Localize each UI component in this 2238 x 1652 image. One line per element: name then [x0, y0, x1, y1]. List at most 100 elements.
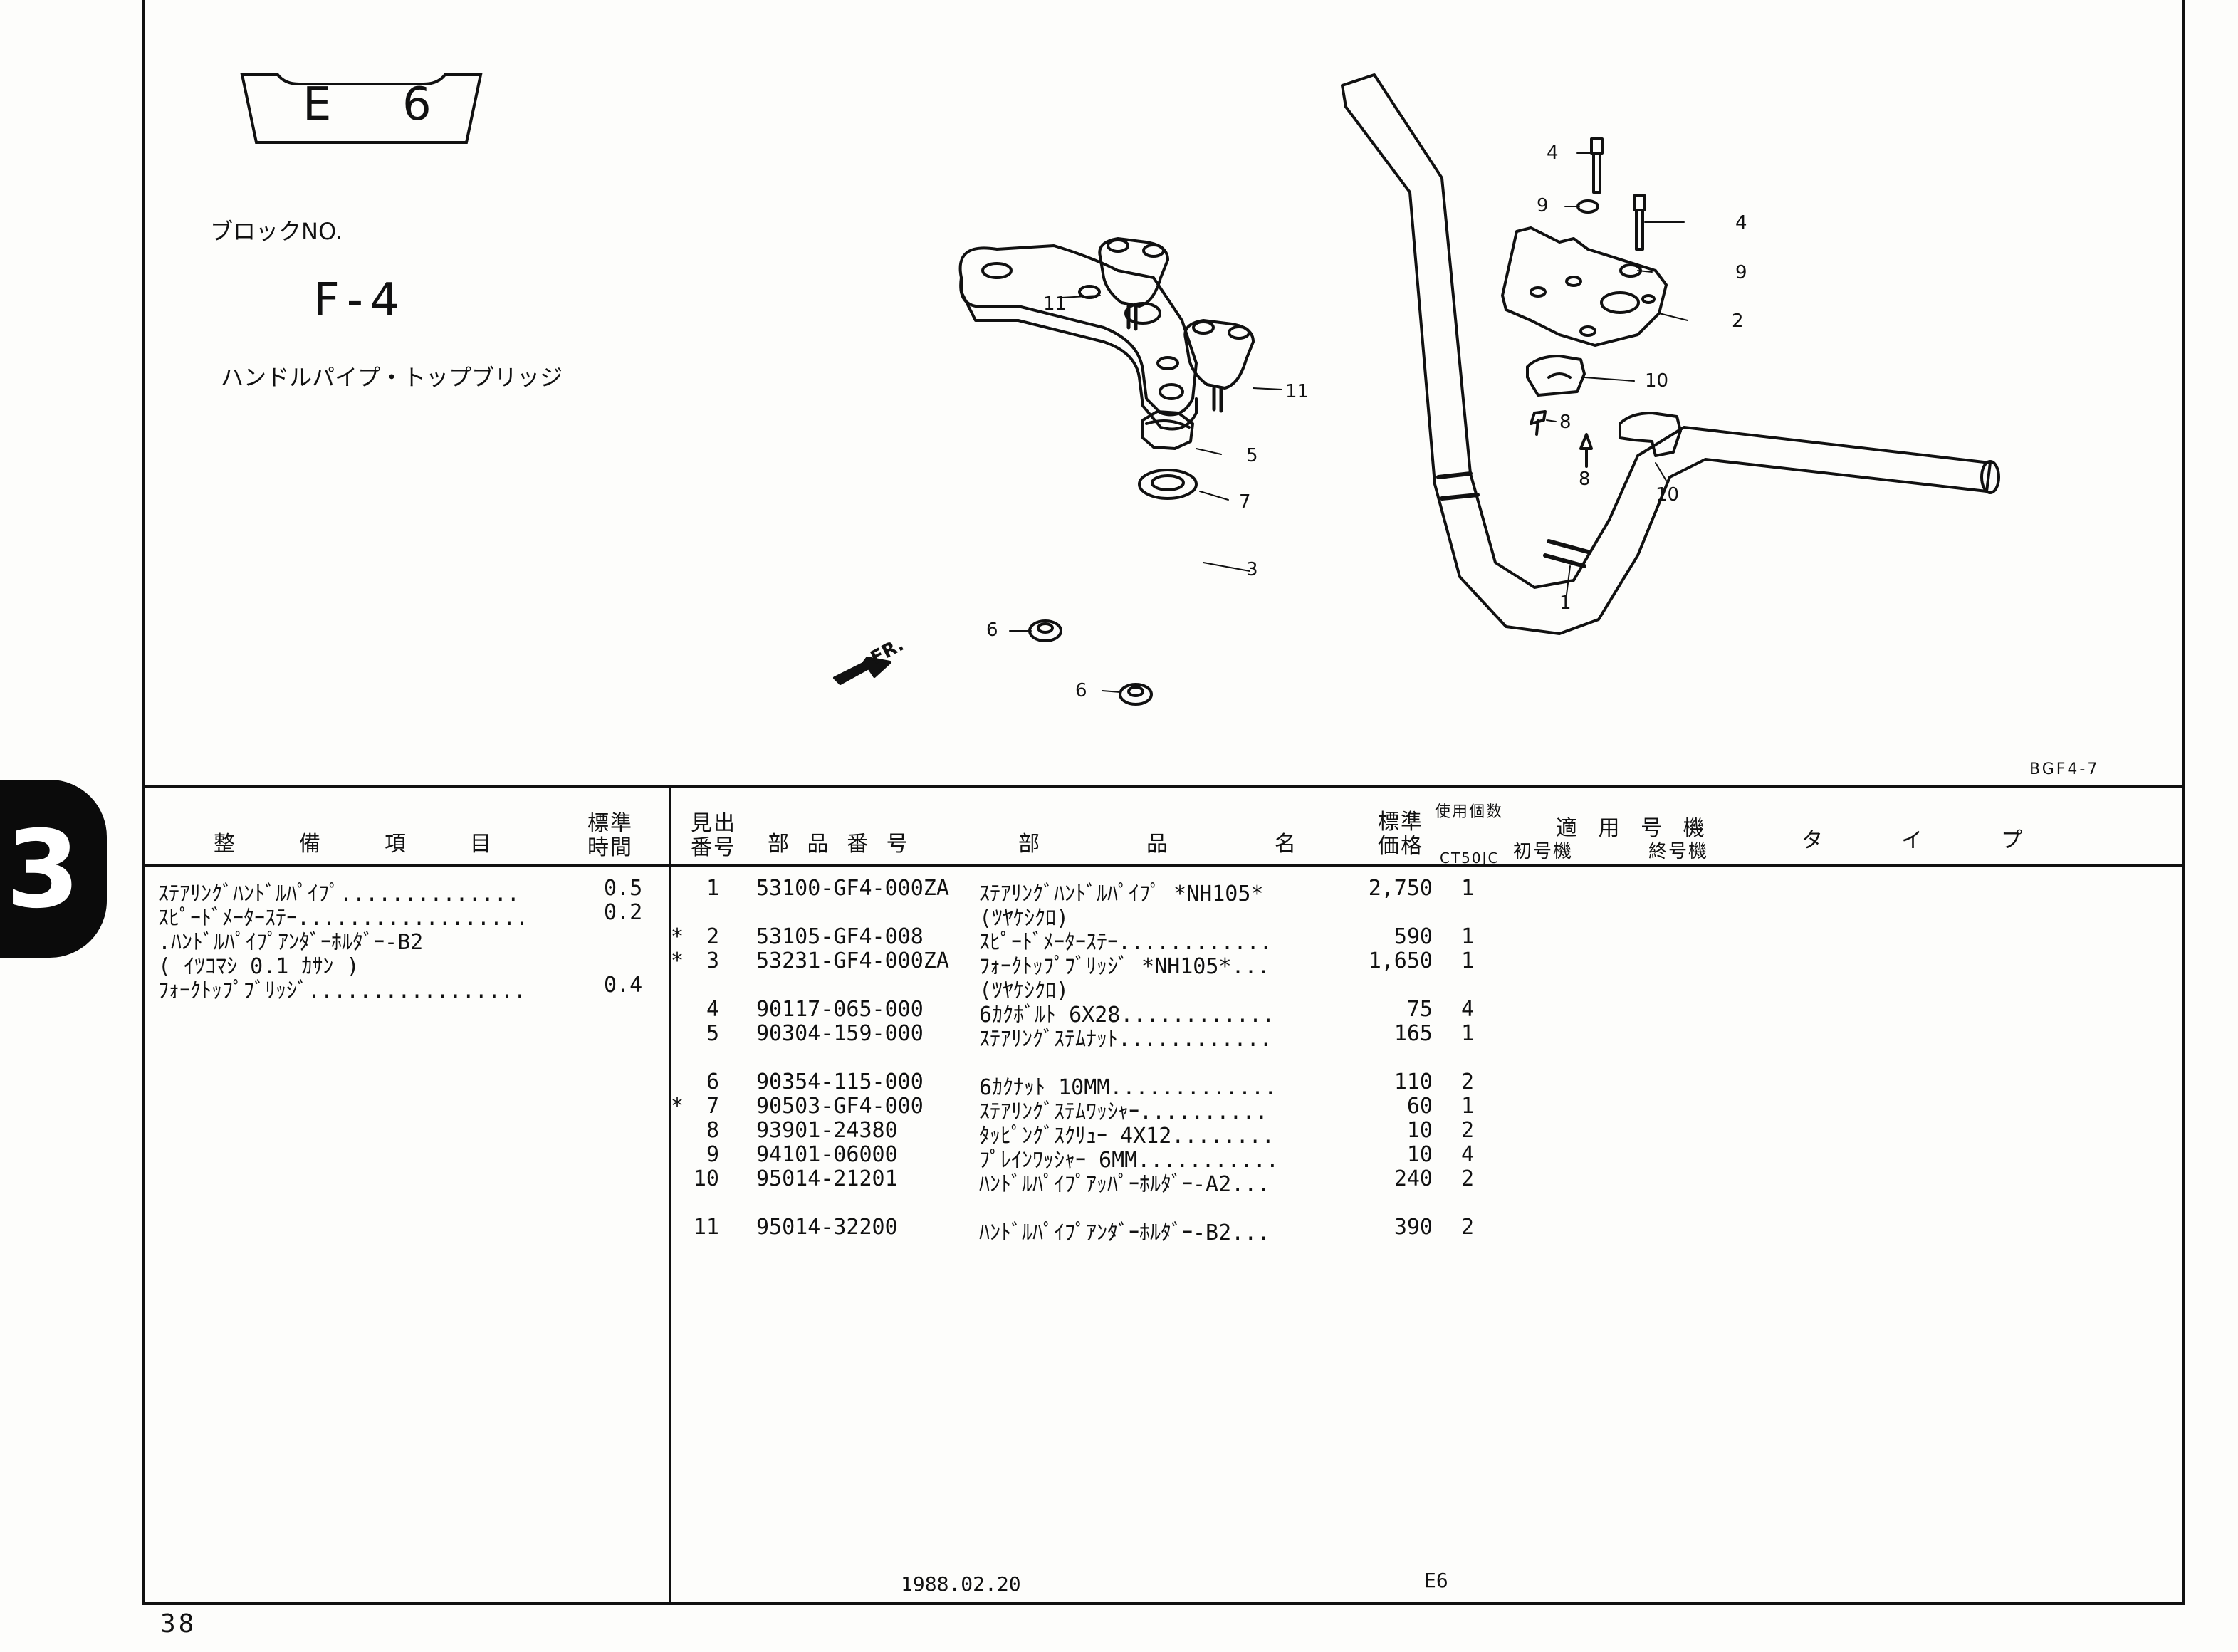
maint-divider	[669, 785, 671, 1604]
parts-row-name: ﾊﾝﾄﾞﾙﾊﾟｲﾌﾟｱﾝﾀﾞｰﾎﾙﾀﾞｰ-B2...	[979, 1220, 1270, 1245]
callout-4a: 4	[1547, 142, 1559, 164]
handlebar-pipe	[1341, 73, 2000, 635]
parts-row-qty: 1	[1461, 1021, 1475, 1046]
callout-2: 2	[1732, 310, 1744, 332]
parts-header-first: 初号機	[1513, 841, 1574, 862]
maint-row-item: ( ｲﾂｺﾏｼ 0.1 ｶｻﾝ )	[158, 954, 360, 979]
callout-4b: 4	[1735, 212, 1747, 234]
block-label: ブロックNO.	[210, 218, 343, 245]
parts-row-name: ﾊﾝﾄﾞﾙﾊﾟｲﾌﾟｱｯﾊﾟｰﾎﾙﾀﾞｰ-A2...	[979, 1172, 1270, 1197]
parts-row-name: ｽﾃｱﾘﾝｸﾞﾊﾝﾄﾞﾙﾊﾟｲﾌﾟ *NH105*	[979, 882, 1264, 906]
parts-row-ref: 3	[706, 948, 719, 973]
callout-10a: 10	[1645, 370, 1669, 392]
parts-row-name: (ﾂﾔｹｼｸﾛ)	[979, 978, 1070, 1003]
parts-header-model: CT50JC	[1440, 849, 1500, 867]
exploded-diagram	[833, 73, 2000, 706]
footer-code: E6	[1424, 1569, 1448, 1592]
parts-row-price: 165	[1393, 1021, 1433, 1046]
parts-row-qty: 4	[1461, 997, 1475, 1022]
parts-row-part-no: 90117-065-000	[756, 997, 924, 1022]
callout-1: 1	[1559, 592, 1572, 614]
callout-3: 3	[1246, 559, 1258, 580]
speedometer-stay	[1501, 226, 1668, 347]
parts-row-ref: 1	[706, 876, 719, 901]
parts-header-type: タ イ プ	[1802, 828, 2051, 853]
washer-9-a	[1576, 199, 1599, 214]
parts-row-qty: 2	[1461, 1215, 1475, 1240]
parts-row-price: 10	[1406, 1142, 1433, 1167]
parts-row-name: ｽﾃｱﾘﾝｸﾞｽﾃﾑﾜｯｼｬｰ..........	[979, 1099, 1268, 1124]
parts-row-part-no: 95014-32200	[756, 1215, 898, 1240]
parts-row-qty: 2	[1461, 1118, 1475, 1143]
maint-row-time: 0.5	[604, 876, 643, 901]
table-header-rule	[142, 864, 2182, 867]
parts-row-name: (ﾂﾔｹｼｸﾛ)	[979, 906, 1070, 931]
chapter-tab: 3	[0, 780, 107, 958]
chapter-number: 3	[6, 808, 80, 932]
screw-8-a	[1530, 410, 1547, 436]
holder-10-a	[1526, 355, 1586, 397]
parts-row-price: 590	[1393, 924, 1433, 949]
parts-row-price: 10	[1406, 1118, 1433, 1143]
maint-header-time: 標準 時間	[587, 811, 633, 860]
parts-row-ref: 10	[693, 1166, 719, 1191]
badge-number: 6	[402, 78, 432, 131]
parts-row-part-no: 95014-21201	[756, 1166, 898, 1191]
maint-header-item: 整 備 項 目	[214, 832, 513, 857]
parts-header-applicable: 適 用 号 機	[1556, 816, 1712, 841]
parts-row-ref: 2	[706, 924, 719, 949]
callout-8b: 8	[1579, 469, 1591, 490]
stem-nut-5	[1141, 410, 1194, 450]
maint-row-item: ｽﾃｱﾘﾝｸﾞﾊﾝﾄﾞﾙﾊﾟｲﾌﾟ..............	[158, 882, 520, 906]
nut-6-b	[1119, 683, 1153, 706]
parts-row-part-no: 53105-GF4-008	[756, 924, 924, 949]
parts-row-part-no: 94101-06000	[756, 1142, 898, 1167]
parts-header-partno: 部 品 番 号	[768, 832, 914, 857]
parts-row-ref: 9	[706, 1142, 719, 1167]
parts-row-price: 60	[1406, 1094, 1433, 1119]
parts-row-ref: 7	[706, 1094, 719, 1119]
parts-row-qty: 2	[1461, 1070, 1475, 1094]
parts-row-qty: 1	[1461, 924, 1475, 949]
callout-6a: 6	[986, 620, 998, 641]
footer-date: 1988.02.20	[901, 1572, 1021, 1596]
callout-6b: 6	[1075, 680, 1087, 701]
parts-row-mark: *	[671, 924, 684, 949]
parts-row-part-no: 90503-GF4-000	[756, 1094, 924, 1119]
callout-9a: 9	[1537, 195, 1549, 216]
parts-row-qty: 1	[1461, 876, 1475, 901]
parts-header-qty: 使用個数	[1435, 803, 1504, 821]
callout-9b: 9	[1735, 262, 1747, 283]
parts-row-name: ﾌﾟﾚｲﾝﾜｯｼｬｰ 6MM...........	[979, 1148, 1279, 1173]
top-bridge	[958, 244, 1198, 431]
parts-row-name: ｽﾃｱﾘﾝｸﾞｽﾃﾑﾅｯﾄ............	[979, 1027, 1272, 1052]
badge-letter: E	[303, 78, 332, 131]
block-number: F-4	[313, 274, 407, 327]
parts-row-price: 240	[1393, 1166, 1433, 1191]
parts-row-price: 75	[1406, 997, 1433, 1022]
callout-8a: 8	[1559, 412, 1572, 433]
parts-row-price: 2,750	[1368, 876, 1433, 901]
parts-row-name: 6ｶｸﾅｯﾄ 10MM.............	[979, 1075, 1277, 1100]
maint-row-item: ﾌｫｰｸﾄｯﾌﾟﾌﾞﾘｯｼﾞ.................	[158, 978, 527, 1003]
parts-row-part-no: 53231-GF4-000ZA	[756, 948, 949, 973]
callout-10b: 10	[1656, 484, 1680, 506]
screw-8-b	[1579, 433, 1593, 468]
parts-header-ref: 見出 番号	[691, 811, 736, 860]
figure-code: BGF4-7	[2029, 760, 2100, 778]
maint-row-item: ｽﾋﾟｰﾄﾞﾒｰﾀｰｽﾃｰ..................	[158, 906, 529, 931]
block-title: ハンドルパイプ・トップブリッジ	[221, 364, 563, 391]
parts-row-name: 6ｶｸﾎﾞﾙﾄ 6X28............	[979, 1003, 1275, 1028]
washer-7	[1138, 469, 1198, 500]
parts-row-name: ﾀｯﾋﾟﾝｸﾞｽｸﾘｭｰ 4X12........	[979, 1124, 1275, 1149]
parts-row-ref: 6	[706, 1070, 719, 1094]
callout-5: 5	[1246, 445, 1258, 466]
parts-header-price: 標準 価格	[1378, 810, 1423, 859]
parts-row-qty: 2	[1461, 1166, 1475, 1191]
parts-header-last: 終号機	[1648, 841, 1709, 862]
parts-header-name: 部 品 名	[1018, 832, 1317, 857]
parts-row-ref: 5	[706, 1021, 719, 1046]
table-top-rule	[142, 785, 2182, 788]
parts-row-ref: 11	[693, 1215, 719, 1240]
parts-row-price: 390	[1393, 1215, 1433, 1240]
